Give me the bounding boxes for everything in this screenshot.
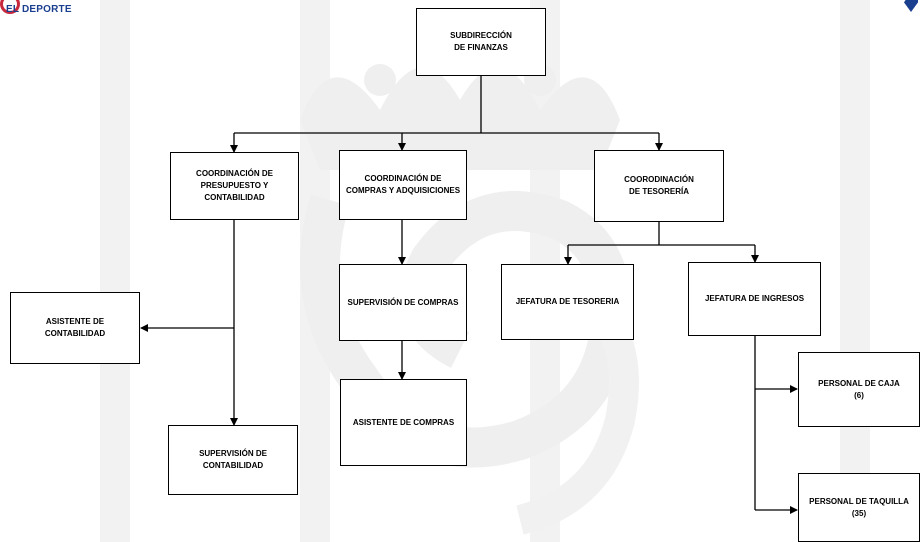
- node-label: COMPRAS Y ADQUISICIONES: [345, 186, 461, 195]
- logo-text: EL DEPORTE: [6, 4, 72, 15]
- node-label: CONTABILIDAD: [204, 193, 265, 202]
- node-supervision-contabilidad: SUPERVISIÓN DE CONTABILIDAD: [168, 425, 298, 495]
- node-label: PRESUPUESTO Y: [200, 181, 269, 190]
- node-asistente-contabilidad: ASISTENTE DE CONTABILIDAD: [10, 292, 140, 364]
- node-coordinacion-tesoreria: COORODINACIÓN DE TESORERÍA: [594, 150, 724, 222]
- node-label: CONTABILIDAD: [44, 329, 106, 338]
- node-coordinacion-compras: COORDINACIÓN DE COMPRAS Y ADQUISICIONES: [339, 150, 467, 220]
- node-jefatura-tesoreria: JEFATURA DE TESORERIA: [501, 264, 634, 340]
- node-label: JEFATURA DE INGRESOS: [704, 294, 805, 303]
- institution-logo: EL DEPORTE: [0, 0, 90, 22]
- node-label: PERSONAL DE TAQUILLA: [809, 496, 909, 506]
- node-label: ASISTENTE DE: [45, 317, 105, 326]
- node-label: CONTABILIDAD: [202, 461, 264, 470]
- node-label: SUPERVISIÓN DE: [199, 449, 267, 458]
- node-label: SUBDIRECCIÓN: [450, 31, 512, 40]
- node-coordinacion-presupuesto: COORDINACIÓN DE PRESUPUESTO Y CONTABILIDAD: [170, 152, 299, 220]
- node-label: COORDINACIÓN DE: [364, 174, 442, 183]
- node-personal-taquilla: PERSONAL DE TAQUILLA (35): [798, 473, 920, 542]
- node-label: (6): [854, 390, 864, 400]
- node-label: JEFATURA DE TESORERIA: [515, 297, 620, 306]
- node-label: COORDINACIÓN DE: [196, 169, 273, 178]
- node-label: COORODINACIÓN: [624, 175, 694, 184]
- node-label: SUPERVISIÓN DE COMPRAS: [347, 297, 459, 307]
- node-label: (35): [851, 508, 867, 518]
- node-label: DE TESORERÍA: [628, 187, 689, 196]
- node-label: ASISTENTE DE COMPRAS: [352, 417, 455, 427]
- node-personal-caja: PERSONAL DE CAJA (6): [798, 352, 920, 427]
- node-asistente-compras: ASISTENTE DE COMPRAS: [340, 379, 467, 466]
- sports-institute-logo-icon: [0, 0, 20, 14]
- node-label: DE FINANZAS: [454, 43, 508, 52]
- node-jefatura-ingresos: JEFATURA DE INGRESOS: [688, 262, 821, 336]
- node-supervision-compras: SUPERVISIÓN DE COMPRAS: [339, 264, 467, 341]
- node-label: PERSONAL DE CAJA: [818, 378, 900, 388]
- node-subdireccion-finanzas: SUBDIRECCIÓN DE FINANZAS: [416, 8, 546, 76]
